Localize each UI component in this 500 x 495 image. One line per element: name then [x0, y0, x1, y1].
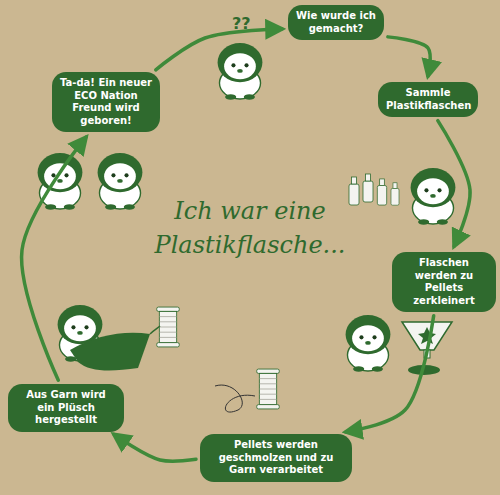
bubble-text: Sammle Plastikflaschen — [386, 87, 470, 112]
yarn-spools — [157, 307, 280, 412]
diagram-title: Ich war eine Plastikflasche... — [125, 195, 375, 262]
cycle-arrow — [114, 434, 196, 461]
speech-bubble: Aus Garn wird ein Plüsch hergestellt — [8, 384, 124, 432]
penguin-wondering — [218, 43, 263, 100]
cycle-arrow — [346, 316, 434, 432]
cycle-arrow — [388, 37, 430, 76]
cycle-arrow — [438, 121, 470, 247]
penguin-grinding — [346, 315, 391, 372]
speech-bubble: Sammle Plastikflaschen — [378, 82, 478, 117]
speech-bubble: Pellets werden geschmolzen und zu Garn v… — [200, 434, 352, 482]
bubble-text: Wie wurde ich gemacht? — [296, 10, 376, 35]
penguin-collecting — [411, 168, 456, 225]
cycle-arrow — [22, 137, 86, 380]
bubble-text: Aus Garn wird ein Plüsch hergestellt — [16, 389, 116, 427]
speech-bubble: Ta-da! Ein neuer ECO Nation Freund wird … — [52, 72, 160, 132]
penguin-sewing — [58, 305, 160, 371]
cycle-arrow — [156, 29, 282, 70]
bubble-text: Flaschen werden zu Pellets zerkleinert — [400, 257, 488, 307]
bubble-text: Pellets werden geschmolzen und zu Garn v… — [208, 439, 344, 477]
speech-bubble: Flaschen werden zu Pellets zerkleinert — [392, 252, 496, 312]
question-marks: ?? — [232, 14, 251, 33]
speech-bubble: Wie wurde ich gemacht? — [288, 5, 384, 40]
bubble-text: Ta-da! Ein neuer ECO Nation Freund wird … — [60, 77, 152, 127]
bottles — [349, 174, 399, 205]
